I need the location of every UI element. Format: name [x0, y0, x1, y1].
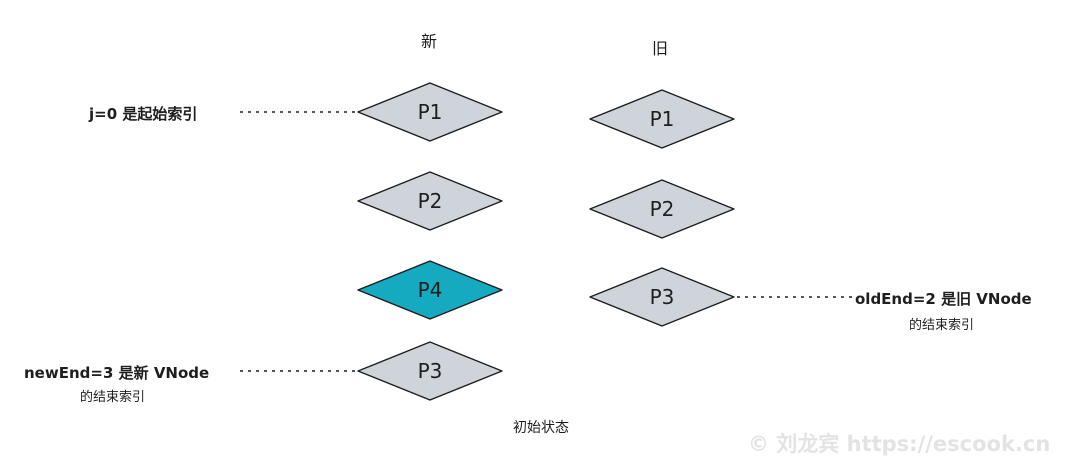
new-diamond — [357, 82, 503, 142]
new-end-note: newEnd=3 是新 VNode — [24, 364, 210, 382]
old-node-p2: P2 — [589, 179, 735, 239]
new-node-label: P4 — [418, 278, 443, 302]
new-node-p4: P4 — [357, 260, 503, 320]
j-start-note: j=0 是起始索引 — [89, 105, 198, 123]
new-node-label: P3 — [418, 359, 443, 383]
new-column-label: 新 — [421, 32, 438, 51]
new-diamond — [357, 171, 503, 231]
watermark: © 刘龙宾 https://escook.cn — [748, 432, 1051, 456]
old-end-note: oldEnd=2 是旧 VNode — [855, 290, 1032, 308]
old-node-p3: P3 — [589, 267, 735, 327]
new-diamond — [357, 341, 503, 401]
old-node-p1: P1 — [589, 89, 735, 149]
old-end-note-sub: 的结束索引 — [909, 318, 975, 333]
new-node-p1: P1 — [357, 82, 503, 142]
new-node-p2: P2 — [357, 171, 503, 231]
new-node-label: P1 — [418, 100, 443, 124]
new-end-note-sub: 的结束索引 — [80, 390, 146, 405]
new-node-label: P2 — [418, 189, 443, 213]
old-column-label: 旧 — [652, 39, 669, 58]
new-diamond — [357, 260, 503, 320]
old-node-label: P2 — [650, 197, 675, 221]
old-diamond — [589, 179, 735, 239]
old-diamond — [589, 267, 735, 327]
old-node-label: P1 — [650, 107, 675, 131]
new-node-p3: P3 — [357, 341, 503, 401]
diagram-caption: 初始状态 — [513, 420, 569, 436]
old-diamond — [589, 89, 735, 149]
old-node-label: P3 — [650, 285, 675, 309]
